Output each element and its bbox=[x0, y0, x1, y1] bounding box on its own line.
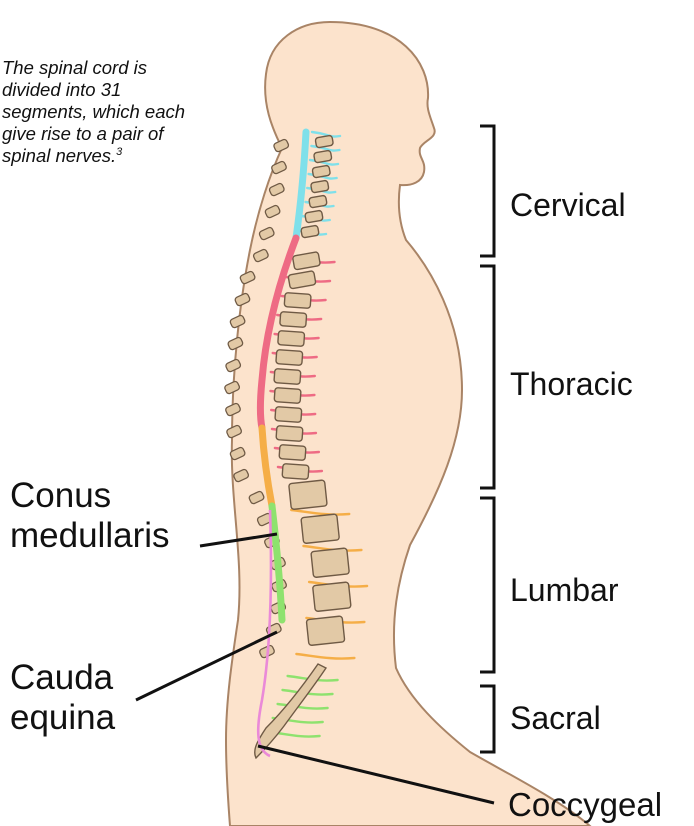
vertebra-body bbox=[274, 369, 301, 385]
label-cauda-equina: Cauda equina bbox=[10, 658, 115, 738]
vertebra-body bbox=[279, 445, 306, 461]
vertebra-body bbox=[278, 331, 305, 347]
vertebra-body bbox=[313, 582, 352, 612]
region-brackets bbox=[480, 126, 494, 752]
vertebra-body bbox=[301, 514, 340, 544]
conus-line-2: medullaris bbox=[10, 516, 170, 556]
label-lumbar: Lumbar bbox=[510, 572, 619, 609]
vertebra-body bbox=[275, 407, 302, 423]
vertebra-body bbox=[289, 480, 328, 510]
vertebra-body bbox=[276, 426, 303, 442]
vertebra-body bbox=[309, 195, 327, 208]
bracket-lumbar bbox=[480, 498, 494, 672]
vertebra-body bbox=[311, 548, 350, 578]
bracket-cervical bbox=[480, 126, 494, 256]
bracket-thoracic bbox=[480, 266, 494, 488]
label-thoracic: Thoracic bbox=[510, 366, 633, 403]
conus-line-1: Conus bbox=[10, 476, 170, 516]
vertebra-body bbox=[301, 225, 319, 238]
vertebra-body bbox=[276, 350, 303, 366]
vertebra-body bbox=[314, 150, 332, 163]
cauda-line-2: equina bbox=[10, 698, 115, 738]
cauda-line-1: Cauda bbox=[10, 658, 115, 698]
bracket-sacral bbox=[480, 686, 494, 752]
vertebra-body bbox=[282, 464, 309, 480]
label-conus-medullaris: Conus medullaris bbox=[10, 476, 170, 556]
vertebra-body bbox=[305, 210, 323, 223]
vertebra-body bbox=[280, 312, 307, 328]
vertebra-body bbox=[315, 135, 333, 148]
vertebra-body bbox=[306, 616, 345, 646]
label-coccygeal: Coccygeal bbox=[508, 786, 662, 824]
vertebra-body bbox=[274, 388, 301, 404]
label-sacral: Sacral bbox=[510, 700, 601, 737]
footnote-marker: 3 bbox=[116, 146, 122, 158]
label-cervical: Cervical bbox=[510, 187, 626, 224]
vertebra-body bbox=[311, 180, 329, 193]
vertebra-body bbox=[284, 293, 311, 309]
info-note: The spinal cord is divided into 31 segme… bbox=[2, 57, 202, 167]
vertebra-body bbox=[312, 165, 330, 178]
info-note-text: The spinal cord is divided into 31 segme… bbox=[2, 57, 185, 166]
